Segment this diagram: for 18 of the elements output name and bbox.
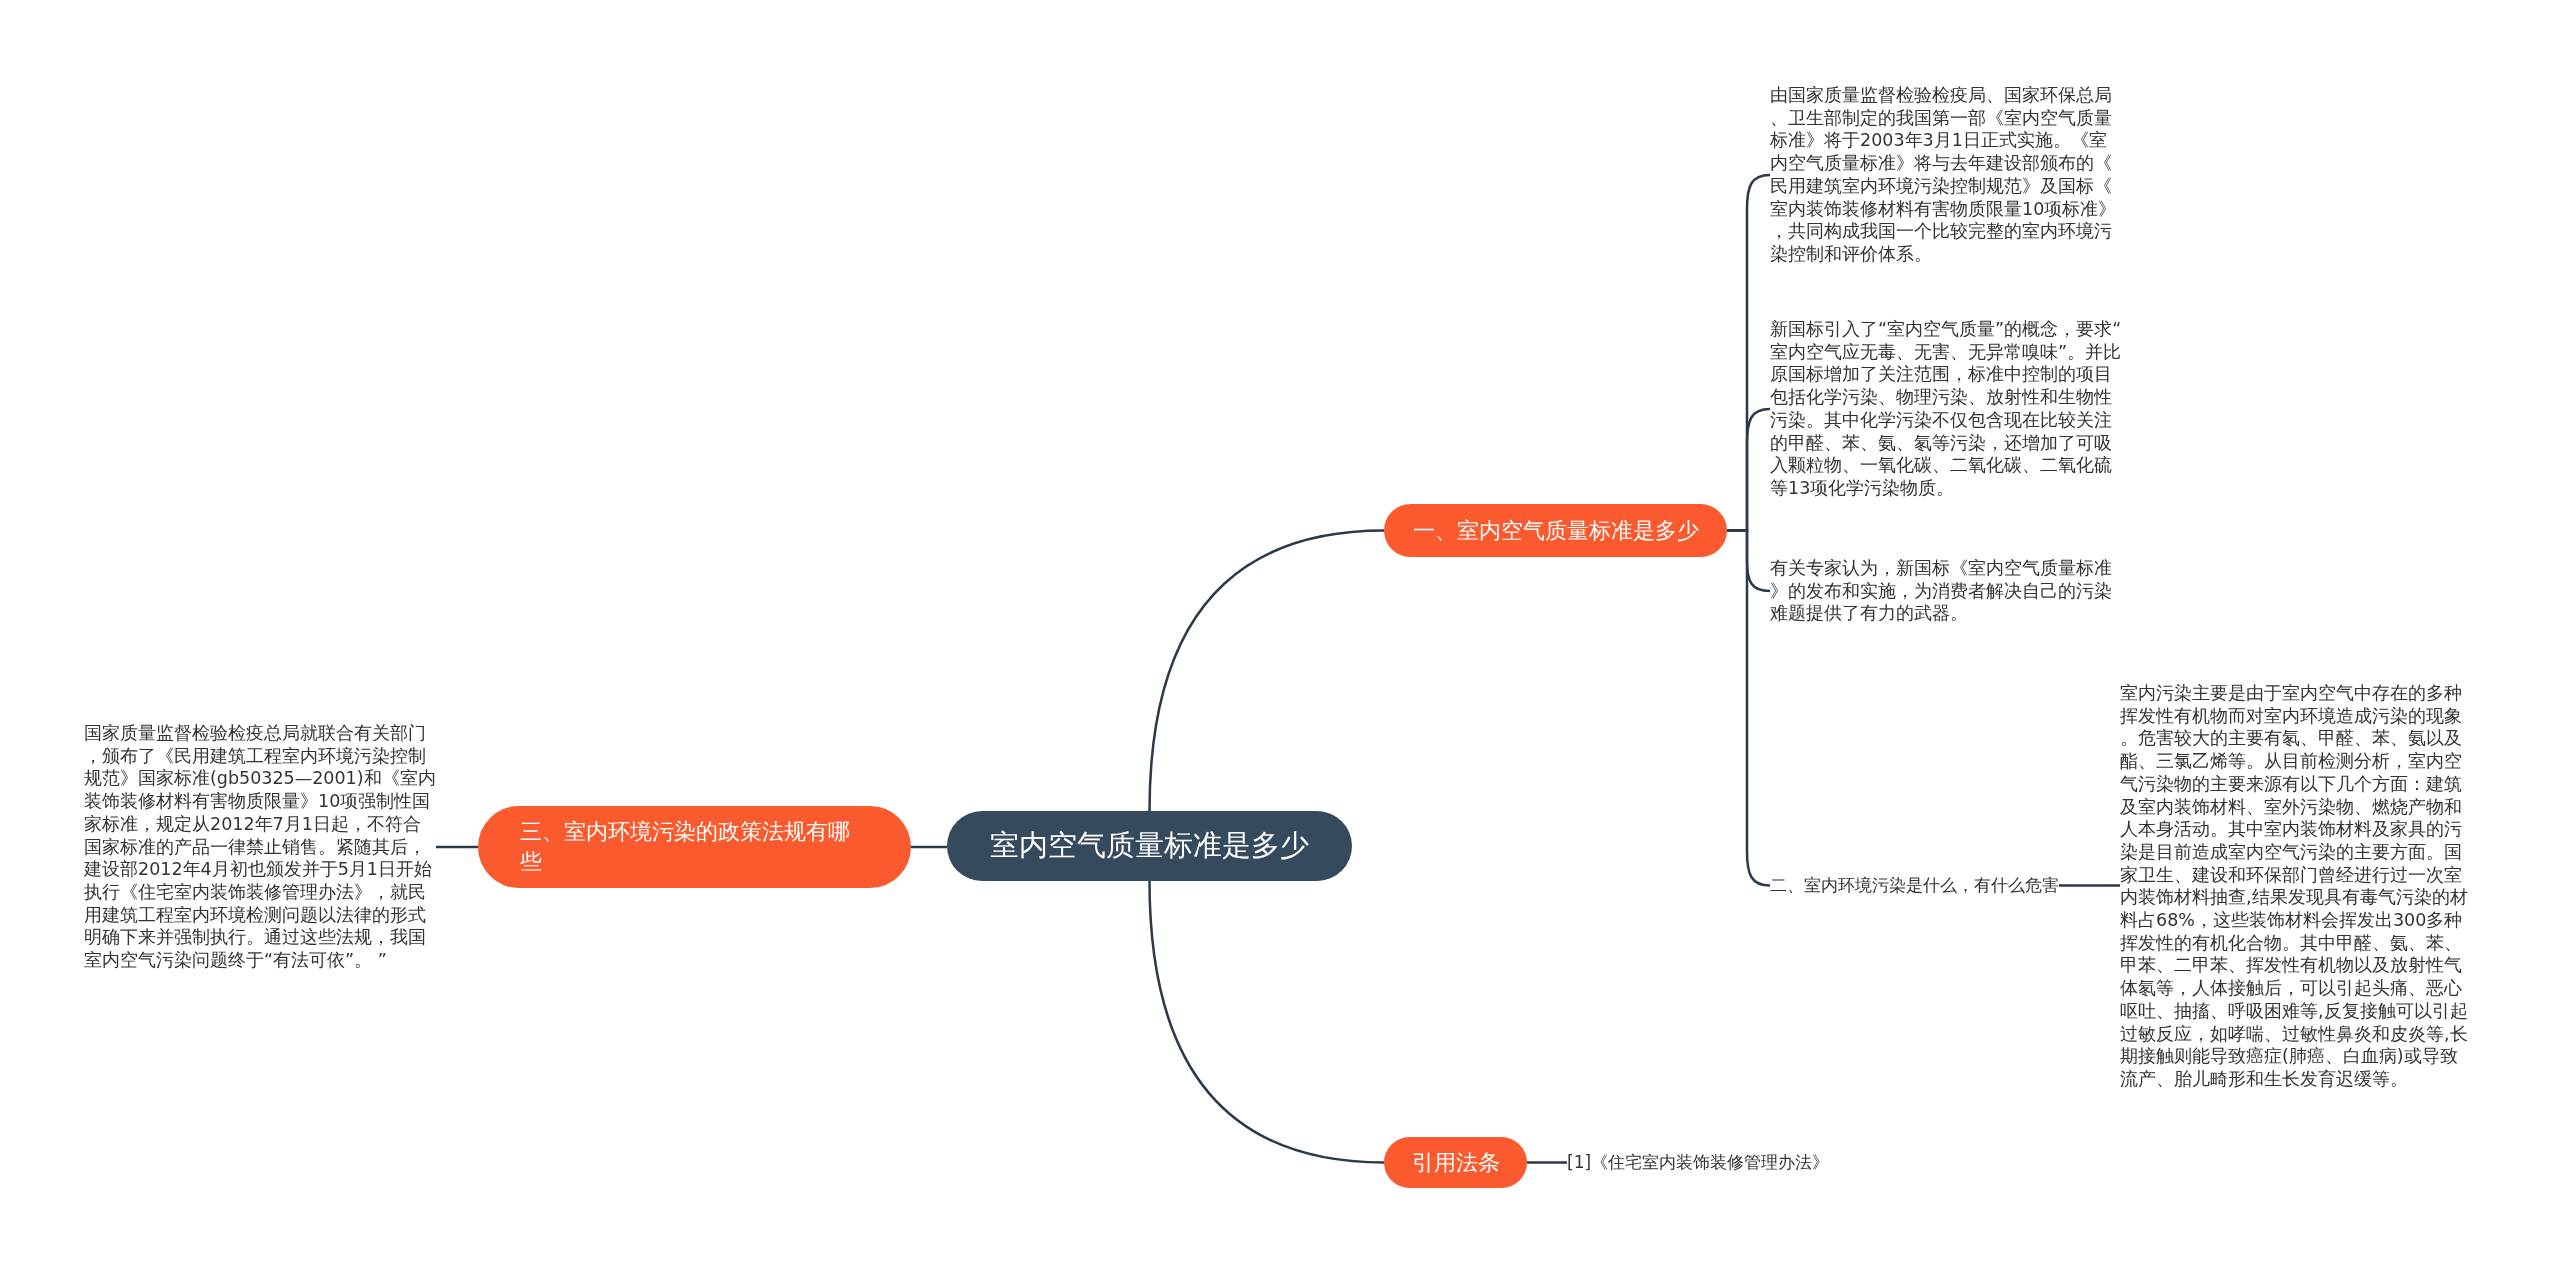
- connector-line: [1148, 880, 1385, 1164]
- branch-pill: 三、室内环境污染的政策法规有哪些: [478, 806, 911, 888]
- note-text: 新国标引入了“室内空气质量”的概念，要求“室内空气应无毒、无害、无异常嗅味”。并比原国标增加了关注范围，标准中控制的项目包括化学污染、物理污染、放射性和生物性污染。其中化学污染不仅包含现在比较关注的甲醛、苯、氨、氡等污染，还增加了可吸入颗粒物、一氧化碳、二氧化碳、二氧化硫等13项化学污染物质。: [1770, 318, 2122, 500]
- note-text: 国家质量监督检验检疫总局就联合有关部门，颁布了《民用建筑工程室内环境污染控制规范》国家标准(gb50325—2001)和《室内装饰装修材料有害物质限量》10项强制性国家标准，规定从2012年7月1日起，不符合国家标准的产品一律禁止销售。紧随其后，建设部2012年4月初也颁发并于5月1日开始执行《住宅室内装饰装修管理办法》，就民用建筑工程室内环境检测问题以法律的形式明确下来并强制执行。通过这些法规，我国室内空气污染问题终于“有法可依”。 ”: [84, 722, 436, 972]
- connector-line: [911, 845, 947, 849]
- connector-line: [1727, 529, 1771, 887]
- connector-line: [1148, 529, 1385, 812]
- note-text: 室内污染主要是由于室内空气中存在的多种挥发性有机物而对室内环境造成污染的现象。危害较大的主要有氡、甲醛、苯、氨以及酯、三氯乙烯等。从目前检测分析，室内空气污染物的主要来源有以下几个方面：建筑及室内装饰材料、室外污染物、燃烧产物和人本身活动。其中室内装饰材料及家具的污染是目前造成室内空气污染的主要方面。国家卫生、建设和环保部门曾经进行过一次室内装饰材料抽查,结果发现具有毒气污染的材料占68%，这些装饰材料会挥发出300多种挥发性的有机化合物。其中甲醛、氨、苯、甲苯、二甲苯、挥发性有机物以及放射性气体氡等，人体接触后，可以引起头痛、恶心呕吐、抽搐、呼吸困难等,反复接触可以引起过敏反应，如哮喘、过敏性鼻炎和皮炎等,长期接触则能导致癌症(肺癌、白血病)或导致流产、胎儿畸形和生长发育迟缓等。: [2120, 682, 2472, 1091]
- branch-pill: 引用法条: [1384, 1137, 1527, 1188]
- connector-line: [2059, 884, 2120, 887]
- reference-text: [1]《住宅室内装饰装修管理办法》: [1567, 1151, 1830, 1174]
- subtopic-text: 二、室内环境污染是什么，有什么危害: [1770, 874, 2059, 897]
- note-text: 有关专家认为，新国标《室内空气质量标准》的发布和实施，为消费者解决自己的污染难题提供了有力的武器。: [1770, 557, 2122, 626]
- note-text: 由国家质量监督检验检疫局、国家环保总局、卫生部制定的我国第一部《室内空气质量标准》将于2003年3月1日正式实施。《室内空气质量标准》将与去年建设部颁布的《民用建筑室内环境污染控制规范》及国标《室内装饰装修材料有害物质限量10项标准》，共同构成我国一个比较完整的室内环境污染控制和评价体系。: [1770, 84, 2122, 266]
- topic-pill: 室内空气质量标准是多少: [947, 811, 1352, 881]
- connector-line: [436, 845, 478, 849]
- branch-pill: 一、室内空气质量标准是多少: [1384, 504, 1727, 557]
- connector-line: [1527, 1161, 1567, 1164]
